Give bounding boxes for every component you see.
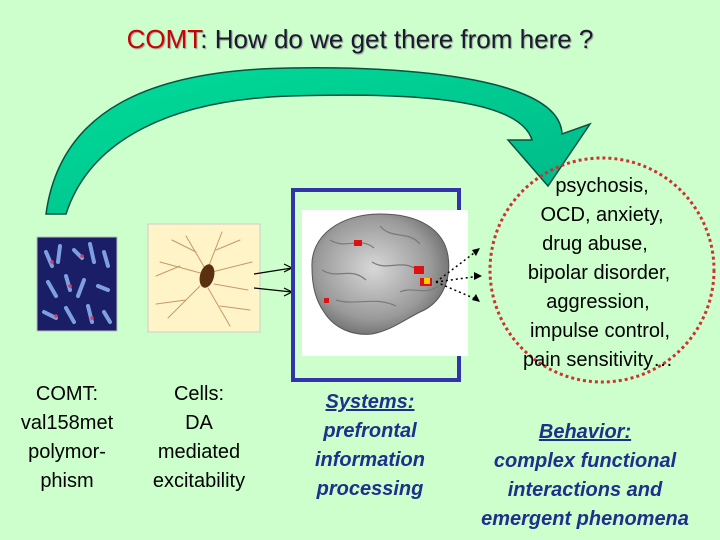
dotted-arrows [435,249,481,301]
systems-label: Systems: prefrontal information processi… [296,388,444,504]
behavior-heading: Behavior: [538,421,632,443]
brain-image [302,210,468,356]
behavior-line: complex functional [493,450,677,472]
systems-line: information [315,449,425,471]
outcome-item: bipolar disorder, [527,262,671,284]
neuron-image [147,223,261,333]
page-title: COMT: How do we get there from here ? [0,24,720,55]
outcome-item: pain sensitivity… [522,349,674,371]
genetics-line: polymor- [28,441,106,463]
outcome-circle [488,156,716,384]
behavior-line: emergent phenomena [481,508,689,530]
cells-label: Cells: DA mediated excitability [132,380,266,496]
title-question: : How do we get there from here ? [200,24,594,54]
title-comt: COMT [126,24,201,54]
curved-arrow [45,67,592,215]
outcome-item: impulse control, [529,320,671,342]
systems-heading: Systems: [325,391,415,413]
genetics-line: phism [40,470,94,492]
genetics-label: COMT: val158met polymor- phism [6,380,128,496]
cells-line: mediated [157,441,241,463]
genetics-line: val158met [20,412,114,434]
behavior-line: interactions and [507,479,663,501]
outcome-item: psychosis, [555,175,649,197]
cells-line: Cells: [173,383,224,405]
chromosome-image [36,236,118,332]
systems-line: prefrontal [323,420,417,442]
genetics-line: COMT: [35,383,99,405]
systems-line: processing [316,478,424,500]
outcome-list: psychosis, OCD, anxiety, drug abuse, bip… [488,172,720,375]
outcome-item: aggression, [546,291,650,313]
outcome-item: drug abuse, [542,233,648,255]
behavior-label: Behavior: complex functional interaction… [458,418,712,534]
cells-line: excitability [152,470,246,492]
dotted-arrowheads [472,248,482,302]
outcome-item: OCD, anxiety, [540,204,664,226]
cells-line: DA [185,412,213,434]
